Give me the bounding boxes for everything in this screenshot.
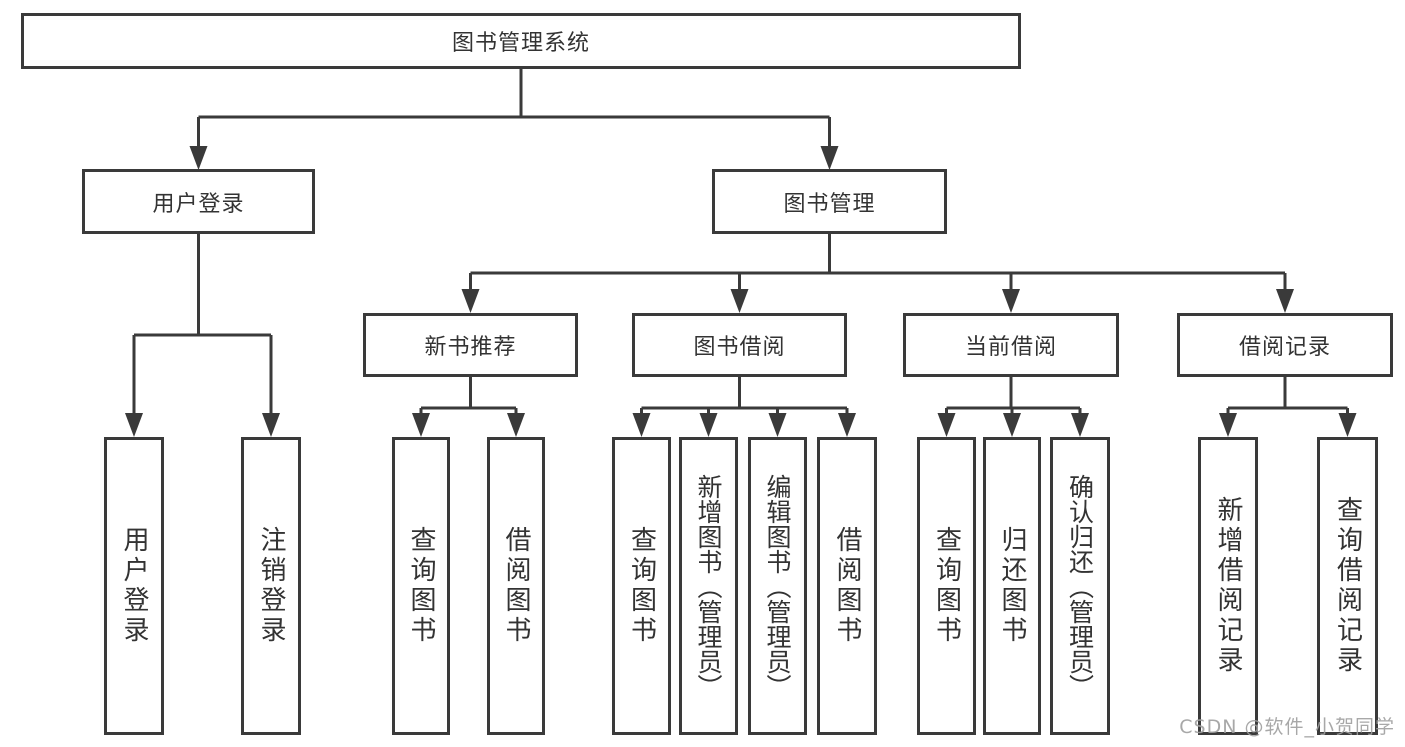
arrowhead: [1276, 289, 1294, 313]
arrowhead: [507, 413, 525, 437]
arrowhead: [768, 413, 787, 437]
leaf-logout-label: 注销登录: [256, 526, 286, 646]
connector-records-group: [1226, 377, 1349, 415]
arrowhead: [632, 413, 651, 437]
arrowhead: [461, 289, 480, 313]
leaf-borrow-books-1-label: 借阅图书: [501, 526, 531, 646]
leaf-query-books-3: 查询图书: [917, 437, 976, 735]
arrowhead: [1219, 413, 1237, 437]
connector-current-group: [945, 377, 1082, 415]
arrowhead: [1003, 413, 1021, 437]
leaf-user-login: 用户登录: [104, 437, 164, 735]
connector-newbook-group: [419, 377, 518, 415]
node-book-management-label: 图书管理: [783, 191, 876, 217]
arrowhead: [125, 413, 143, 437]
arrowhead: [412, 413, 430, 437]
node-current-borrow: 当前借阅: [903, 313, 1119, 377]
leaf-query-books-2: 查询图书: [612, 437, 671, 735]
node-root-label: 图书管理系统: [451, 31, 590, 56]
leaf-borrow-books-2-label: 借阅图书: [832, 526, 862, 646]
leaf-confirm-return-admin-label: 确认归还（管理员）: [1065, 473, 1095, 699]
node-new-book-recommend: 新书推荐: [363, 313, 578, 377]
node-user-login-label: 用户登录: [152, 191, 245, 217]
leaf-borrow-books-2: 借阅图书: [817, 437, 877, 735]
arrowhead: [1071, 413, 1089, 437]
node-book-management: 图书管理: [712, 169, 947, 234]
arrowhead: [1002, 289, 1020, 313]
connector-mgmt-branch: [469, 234, 1287, 291]
leaf-user-login-label: 用户登录: [119, 526, 149, 646]
node-root: 图书管理系统: [21, 13, 1021, 69]
arrowhead: [937, 413, 956, 437]
leaf-edit-book-admin: 编辑图书（管理员）: [748, 437, 807, 735]
leaf-add-borrow-record: 新增借阅记录: [1198, 437, 1258, 735]
arrowhead: [189, 146, 208, 170]
node-borrow-records: 借阅记录: [1177, 313, 1393, 377]
leaf-add-borrow-record-label: 新增借阅记录: [1213, 496, 1243, 676]
leaf-query-books-3-label: 查询图书: [931, 526, 962, 646]
node-book-borrow-label: 图书借阅: [693, 335, 786, 360]
leaf-query-books-2-label: 查询图书: [626, 526, 657, 646]
leaf-return-book-label: 归还图书: [997, 526, 1027, 646]
node-current-borrow-label: 当前借阅: [964, 335, 1057, 360]
leaf-query-borrow-record: 查询借阅记录: [1317, 437, 1378, 735]
leaf-borrow-books-1: 借阅图书: [487, 437, 545, 735]
arrowhead: [699, 413, 718, 437]
leaf-return-book: 归还图书: [983, 437, 1041, 735]
node-book-borrow: 图书借阅: [632, 313, 847, 377]
leaf-add-book-admin: 新增图书（管理员）: [679, 437, 738, 735]
arrowhead: [1338, 413, 1357, 437]
arrowhead: [262, 413, 280, 437]
leaf-logout: 注销登录: [241, 437, 301, 735]
leaf-add-book-admin-label: 新增图书（管理员）: [694, 473, 723, 699]
connector-root: [197, 69, 831, 148]
leaf-query-books-1: 查询图书: [392, 437, 450, 735]
arrowhead: [820, 146, 839, 170]
connector-borrow-group: [640, 377, 849, 415]
node-borrow-records-label: 借阅记录: [1238, 335, 1331, 360]
node-new-book-recommend-label: 新书推荐: [424, 335, 517, 360]
connector-login-branch: [132, 234, 273, 415]
arrowhead: [838, 413, 856, 437]
csdn-watermark: CSDN @软件_小贺同学: [1179, 716, 1395, 738]
node-user-login: 用户登录: [82, 169, 315, 234]
leaf-edit-book-admin-label: 编辑图书（管理员）: [763, 473, 792, 699]
arrowhead: [730, 289, 749, 313]
leaf-query-books-1-label: 查询图书: [406, 526, 436, 646]
leaf-query-borrow-record-label: 查询借阅记录: [1332, 496, 1363, 676]
leaf-confirm-return-admin: 确认归还（管理员）: [1050, 437, 1110, 735]
